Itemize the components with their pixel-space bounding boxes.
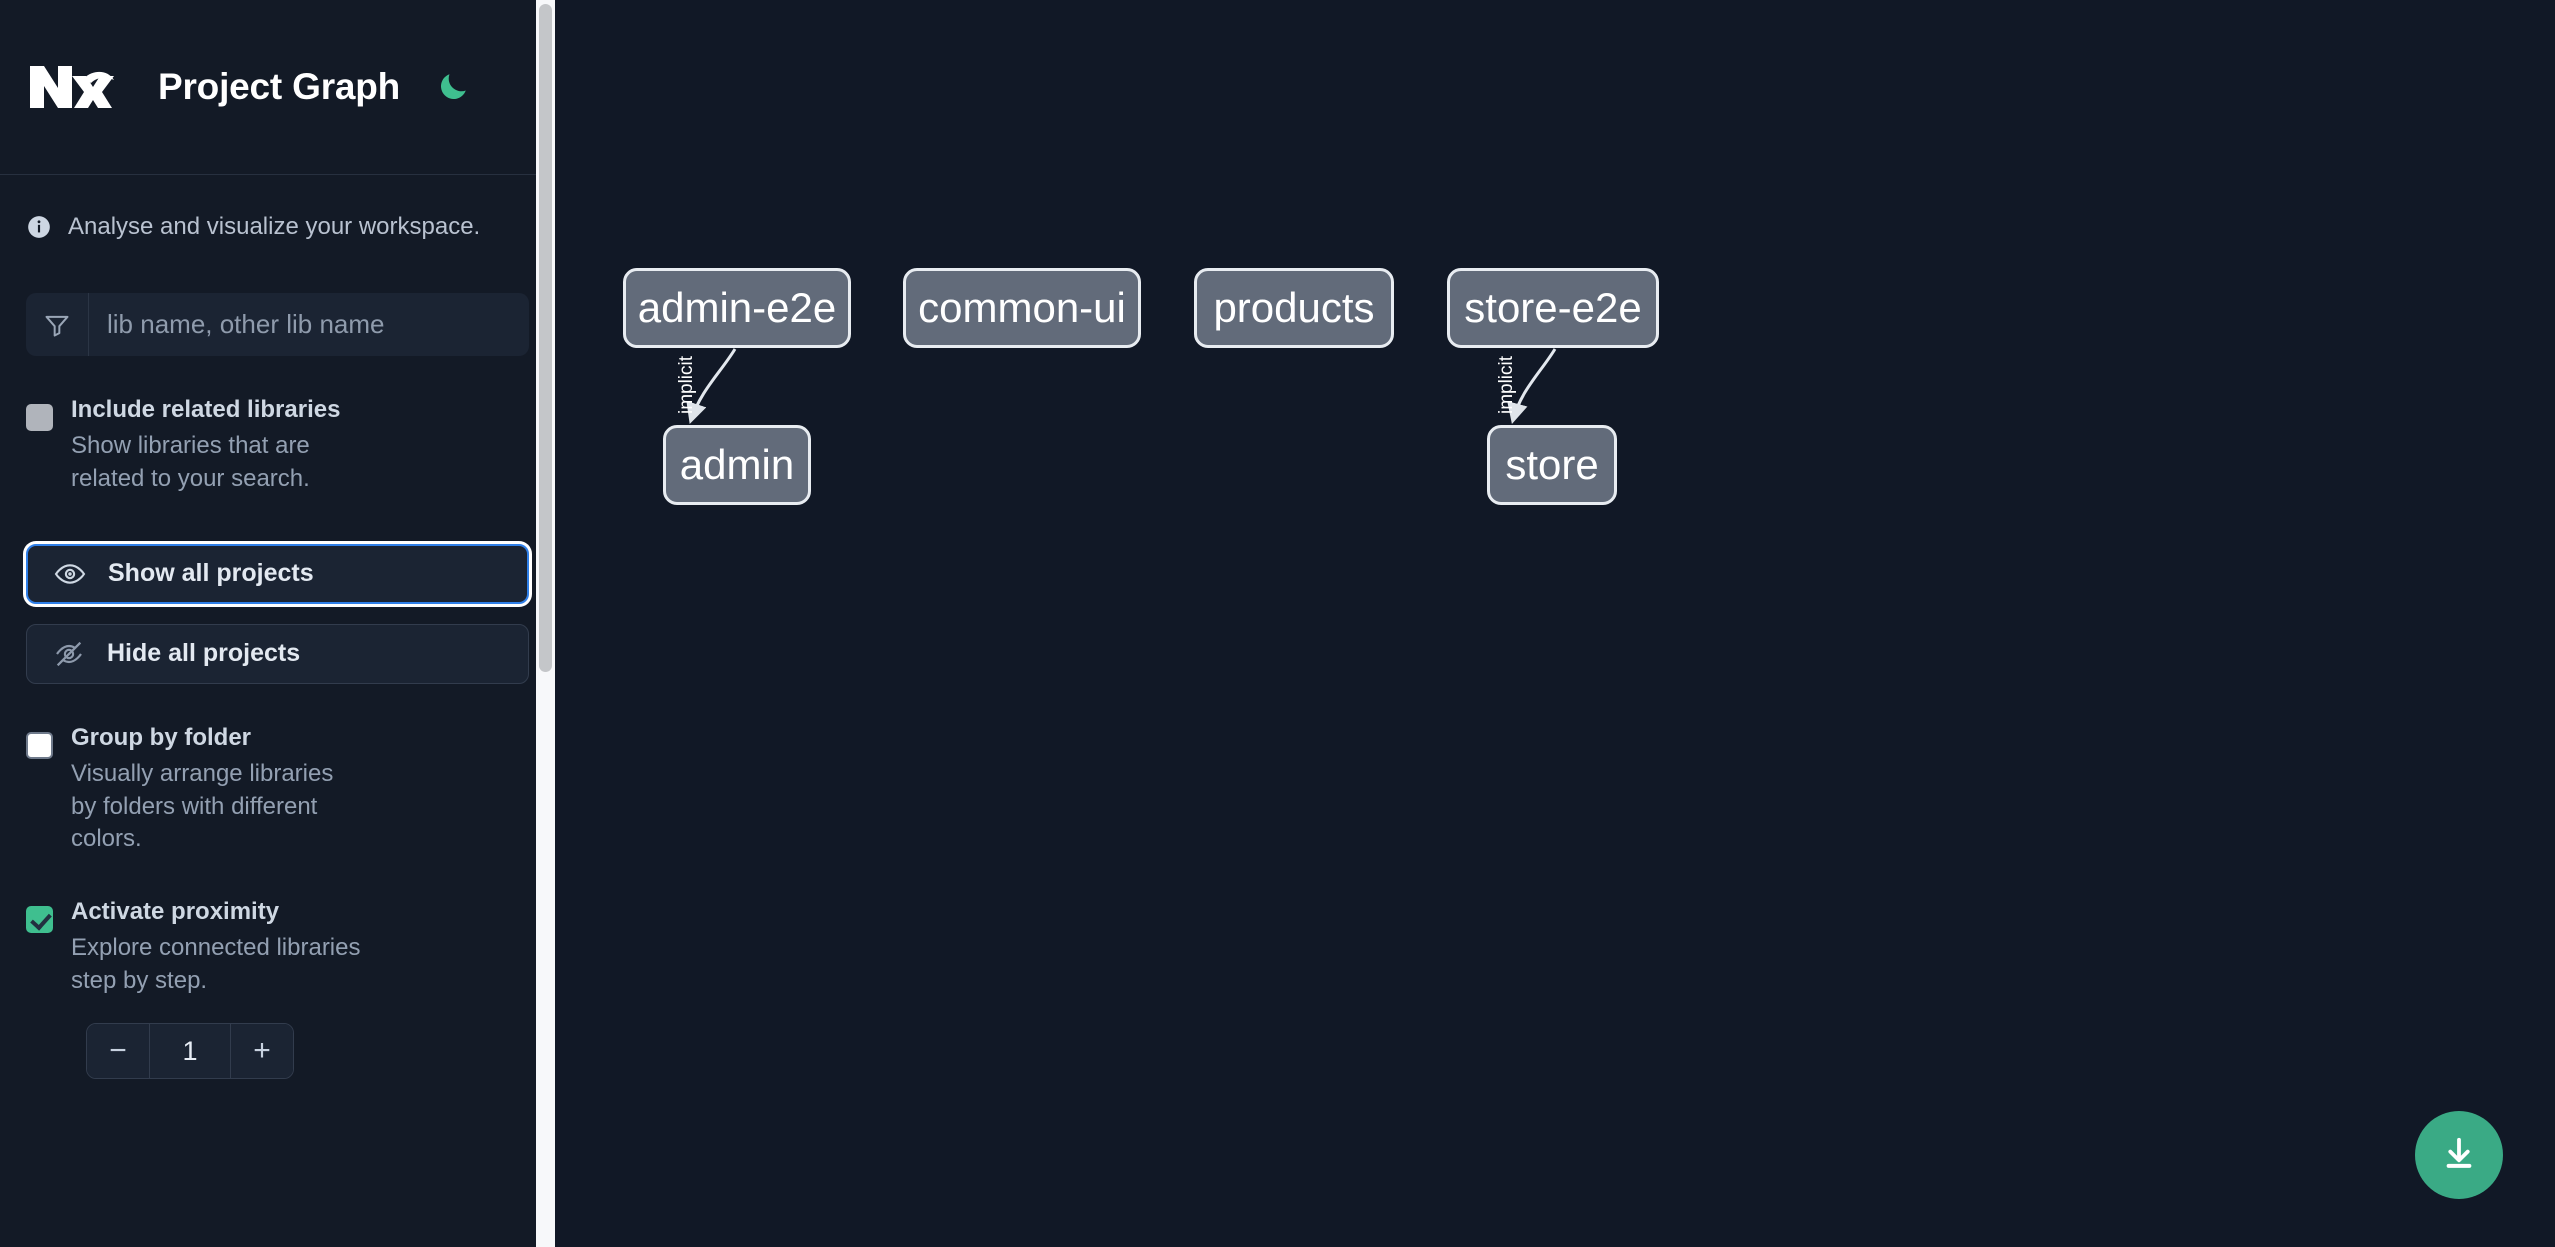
workspace-hint: Analyse and visualize your workspace. [26, 175, 529, 241]
graph-node-products[interactable]: products [1194, 268, 1394, 348]
option-group-by-folder[interactable]: Group by folder Visually arrange librari… [26, 724, 529, 856]
option-description: Explore connected libraries step by step… [71, 934, 361, 994]
graph-canvas[interactable]: implicit implicit admin-e2e common-ui pr… [555, 0, 2555, 1247]
include-related-libraries-checkbox[interactable] [26, 404, 53, 431]
group-by-folder-checkbox[interactable] [26, 731, 53, 759]
option-text: Activate proximity Explore connected lib… [71, 898, 529, 998]
proximity-decrement-button[interactable]: − [87, 1024, 149, 1079]
graph-node-admin-e2e[interactable]: admin-e2e [623, 268, 851, 348]
sidebar-scrollbar[interactable] [536, 0, 555, 1247]
sidebar-scrollbar-thumb[interactable] [539, 4, 552, 672]
visibility-button-group: Show all projects Hide all projects [26, 543, 529, 684]
edge-label-implicit-store: implicit [1496, 355, 1517, 414]
workspace-hint-text: Analyse and visualize your workspace. [68, 213, 481, 240]
option-activate-proximity[interactable]: Activate proximity Explore connected lib… [26, 898, 529, 998]
moon-icon[interactable] [432, 66, 474, 108]
option-description: Visually arrange libraries by folders wi… [71, 759, 334, 853]
search-field[interactable] [26, 293, 529, 356]
edge-label-implicit-admin: implicit [676, 355, 697, 414]
option-label: Activate proximity [71, 897, 280, 925]
option-label: Group by folder [71, 723, 251, 751]
proximity-stepper[interactable]: − 1 + [86, 1023, 294, 1080]
option-label: Include related libraries [71, 396, 341, 423]
show-all-projects-button[interactable]: Show all projects [26, 543, 529, 604]
page-title: Project Graph [158, 66, 401, 107]
graph-node-store[interactable]: store [1487, 425, 1617, 505]
graph-node-common-ui[interactable]: common-ui [903, 268, 1141, 348]
option-text: Group by folder Visually arrange librari… [71, 724, 529, 856]
eye-off-icon [53, 638, 85, 670]
graph-node-admin[interactable]: admin [663, 425, 811, 505]
proximity-value: 1 [149, 1024, 231, 1079]
sidebar-header: Project Graph [0, 0, 555, 175]
hide-all-projects-button[interactable]: Hide all projects [26, 623, 529, 684]
proximity-increment-button[interactable]: + [231, 1024, 293, 1079]
eye-icon [54, 558, 86, 590]
sidebar: Project Graph Analyse and visualize your… [0, 0, 555, 1247]
graph-edges: implicit implicit [676, 348, 1557, 425]
download-button[interactable] [2415, 1111, 2503, 1199]
sidebar-body: Analyse and visualize your workspace. In… [0, 175, 555, 1080]
option-include-related-libraries[interactable]: Include related libraries Show libraries… [26, 396, 529, 496]
activate-proximity-checkbox[interactable] [26, 905, 53, 933]
option-description: Show libraries that are related to your … [71, 432, 310, 492]
show-all-projects-label: Show all projects [108, 559, 314, 588]
info-icon [26, 214, 52, 240]
filter-funnel-icon [26, 293, 89, 356]
hide-all-projects-label: Hide all projects [107, 639, 301, 668]
graph-node-store-e2e[interactable]: store-e2e [1447, 268, 1659, 348]
search-input[interactable] [89, 293, 529, 356]
option-text: Include related libraries Show libraries… [71, 396, 529, 496]
nx-logo-icon [26, 58, 122, 116]
download-icon [2440, 1135, 2478, 1176]
